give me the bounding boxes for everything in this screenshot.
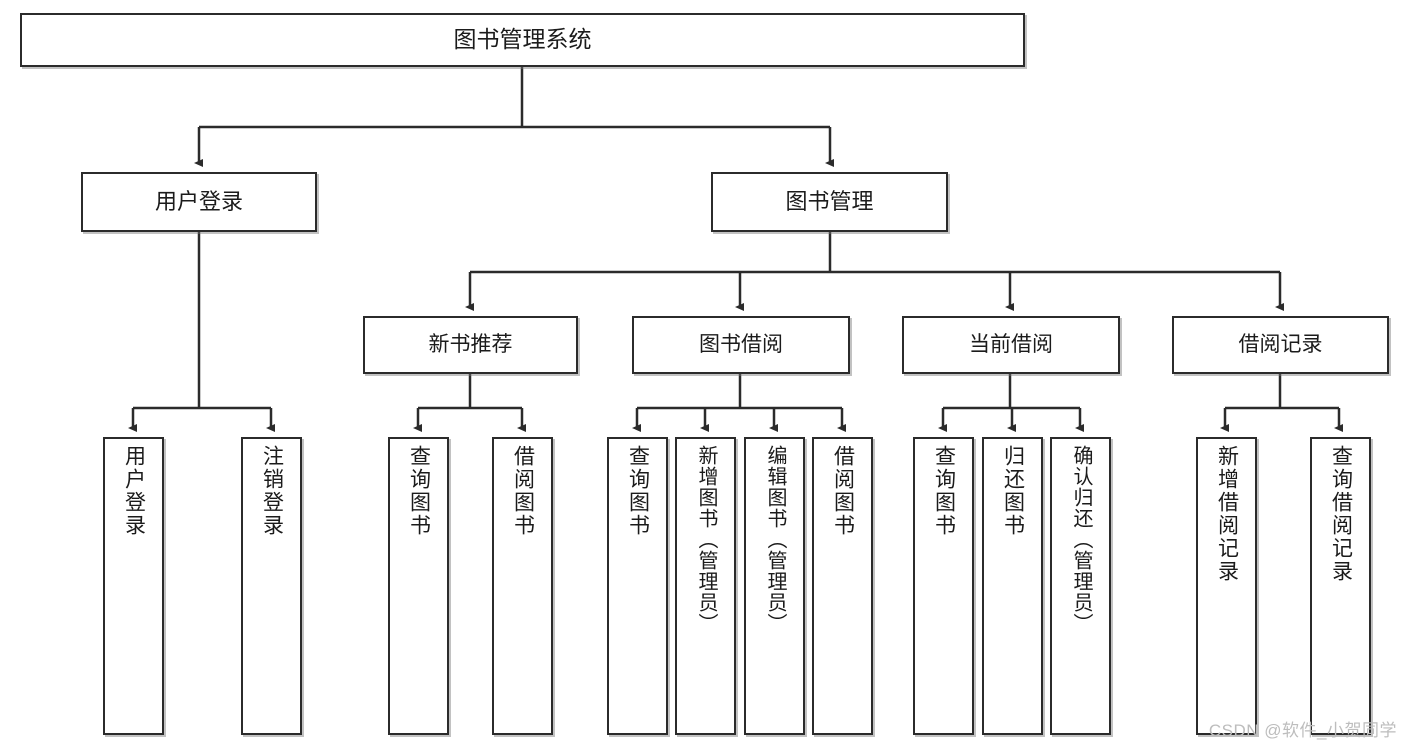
leaf-borrow-book-2-label: 借阅图书 xyxy=(831,445,855,537)
node-user-login-label: 用户登录 xyxy=(154,189,243,215)
leaf-user-login[interactable]: 用户登录 xyxy=(103,437,164,735)
leaf-logout-label: 注销登录 xyxy=(260,445,284,537)
leaf-query-book-3[interactable]: 查询图书 xyxy=(913,437,974,735)
leaf-borrow-book-1[interactable]: 借阅图书 xyxy=(492,437,553,735)
node-new-book-rec-label: 新书推荐 xyxy=(428,332,513,356)
leaf-add-record[interactable]: 新增借阅记录 xyxy=(1196,437,1257,735)
leaf-confirm-return[interactable]: 确认归还（管理员） xyxy=(1050,437,1111,735)
node-root[interactable]: 图书管理系统 xyxy=(20,13,1025,67)
node-current-borrow[interactable]: 当前借阅 xyxy=(902,316,1120,374)
leaf-query-record-label: 查询借阅记录 xyxy=(1329,445,1353,583)
node-root-label: 图书管理系统 xyxy=(453,26,592,53)
node-book-manage-label: 图书管理 xyxy=(785,189,874,215)
node-borrow-record-label: 借阅记录 xyxy=(1238,332,1323,356)
leaf-borrow-book-2[interactable]: 借阅图书 xyxy=(812,437,873,735)
node-borrow-record[interactable]: 借阅记录 xyxy=(1172,316,1389,374)
node-current-borrow-label: 当前借阅 xyxy=(969,332,1053,356)
node-user-login[interactable]: 用户登录 xyxy=(81,172,317,232)
leaf-query-book-1[interactable]: 查询图书 xyxy=(388,437,449,735)
leaf-query-book-1-label: 查询图书 xyxy=(407,445,431,537)
node-book-manage[interactable]: 图书管理 xyxy=(711,172,948,232)
leaf-logout[interactable]: 注销登录 xyxy=(241,437,302,735)
leaf-add-record-label: 新增借阅记录 xyxy=(1215,445,1239,583)
leaf-edit-book[interactable]: 编辑图书（管理员） xyxy=(744,437,805,735)
leaf-return-book-label: 归还图书 xyxy=(1001,445,1025,537)
leaf-edit-book-label: 编辑图书（管理员） xyxy=(764,445,786,634)
node-book-borrow-label: 图书借阅 xyxy=(699,332,783,356)
leaf-return-book[interactable]: 归还图书 xyxy=(982,437,1043,735)
leaf-borrow-book-1-label: 借阅图书 xyxy=(511,445,535,537)
leaf-query-book-2-label: 查询图书 xyxy=(626,445,650,537)
node-book-borrow[interactable]: 图书借阅 xyxy=(632,316,850,374)
leaf-add-book[interactable]: 新增图书（管理员） xyxy=(675,437,736,735)
node-new-book-rec[interactable]: 新书推荐 xyxy=(363,316,578,374)
watermark: CSDN @软件_小贺同学 xyxy=(1208,721,1397,740)
leaf-confirm-return-label: 确认归还（管理员） xyxy=(1070,445,1092,634)
leaf-query-book-2[interactable]: 查询图书 xyxy=(607,437,668,735)
leaf-add-book-label: 新增图书（管理员） xyxy=(695,445,717,634)
leaf-query-book-3-label: 查询图书 xyxy=(932,445,956,537)
leaf-query-record[interactable]: 查询借阅记录 xyxy=(1310,437,1371,735)
leaf-user-login-label: 用户登录 xyxy=(122,445,146,537)
